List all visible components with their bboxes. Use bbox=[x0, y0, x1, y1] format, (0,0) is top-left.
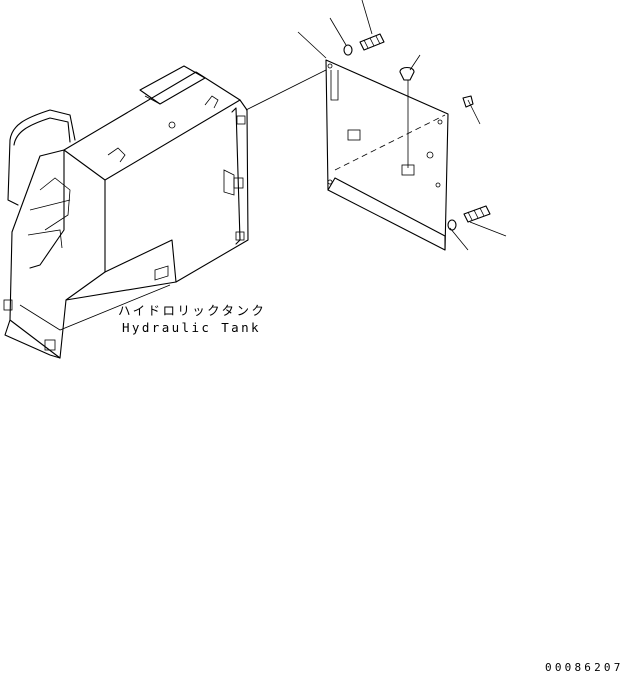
cover-plate bbox=[325, 59, 449, 251]
drawing-number: 00086207 bbox=[545, 661, 623, 674]
hydraulic-tank bbox=[3, 65, 249, 359]
leader-lines bbox=[245, 0, 507, 251]
tank-label-jp: ハイドロリックタンク bbox=[118, 303, 266, 318]
fasteners bbox=[343, 33, 491, 231]
tank-label-en: Hydraulic Tank bbox=[122, 320, 261, 335]
